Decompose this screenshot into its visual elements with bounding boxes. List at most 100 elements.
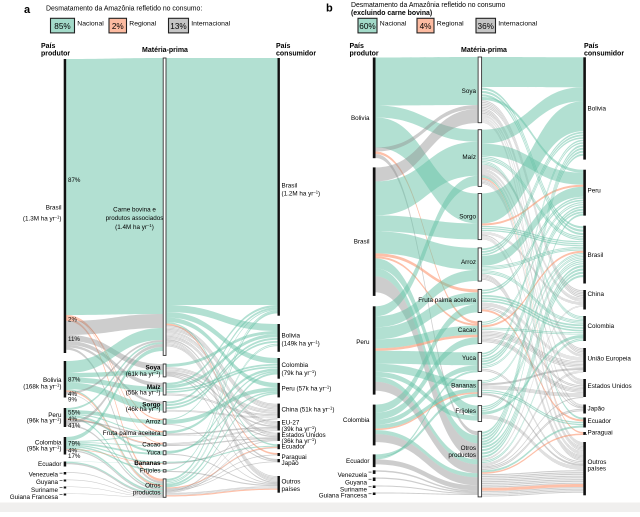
svg-text:Outros: Outros bbox=[282, 479, 301, 486]
svg-text:11%: 11% bbox=[68, 336, 80, 343]
svg-text:Brasil: Brasil bbox=[588, 252, 604, 259]
svg-text:Brasil: Brasil bbox=[46, 205, 62, 212]
svg-text:Maíz: Maíz bbox=[147, 384, 161, 391]
svg-text:productos: productos bbox=[448, 452, 476, 459]
svg-text:Fruta palma aceitera: Fruta palma aceitera bbox=[103, 430, 161, 437]
svg-text:Ecuador: Ecuador bbox=[346, 458, 369, 465]
svg-text:Peru: Peru bbox=[588, 188, 602, 195]
svg-text:Guyana: Guyana bbox=[36, 479, 59, 486]
svg-text:Matéria-prima: Matéria-prima bbox=[461, 47, 507, 54]
svg-text:b: b bbox=[326, 3, 333, 15]
svg-text:Sorgo: Sorgo bbox=[142, 401, 160, 408]
svg-text:produtor: produtor bbox=[41, 51, 70, 58]
svg-text:Bolivia: Bolivia bbox=[588, 105, 607, 112]
svg-text:60%: 60% bbox=[359, 22, 375, 31]
svg-text:EU-27: EU-27 bbox=[282, 420, 300, 427]
svg-text:consumidor: consumidor bbox=[276, 51, 316, 58]
svg-text:Estados Unidos: Estados Unidos bbox=[588, 383, 632, 390]
svg-text:Cacao: Cacao bbox=[142, 441, 161, 448]
svg-text:Japão: Japão bbox=[588, 406, 606, 413]
svg-text:(95k ha yr–1): (95k ha yr–1) bbox=[27, 445, 62, 453]
svg-text:Venezuela: Venezuela bbox=[29, 471, 59, 478]
svg-text:Ecuador: Ecuador bbox=[588, 418, 611, 425]
svg-text:Arroz: Arroz bbox=[461, 259, 476, 266]
svg-text:País: País bbox=[584, 43, 599, 50]
svg-text:Ecuador: Ecuador bbox=[282, 443, 305, 450]
svg-text:Regional: Regional bbox=[129, 21, 156, 28]
svg-text:Venezuela: Venezuela bbox=[338, 472, 368, 479]
svg-text:Bolivia: Bolivia bbox=[43, 377, 62, 384]
svg-text:(39k ha yr–1): (39k ha yr–1) bbox=[282, 425, 317, 433]
svg-text:País: País bbox=[41, 43, 56, 50]
svg-text:Otros: Otros bbox=[461, 445, 476, 452]
svg-text:Nacional: Nacional bbox=[380, 21, 407, 28]
svg-text:87%: 87% bbox=[68, 377, 81, 384]
svg-text:Arroz: Arroz bbox=[145, 418, 160, 425]
svg-text:(149k ha yr–1): (149k ha yr–1) bbox=[282, 340, 320, 348]
svg-text:17%: 17% bbox=[68, 453, 81, 460]
svg-text:Soya: Soya bbox=[462, 88, 477, 95]
svg-text:Otros: Otros bbox=[145, 482, 160, 489]
svg-text:Matéria-prima: Matéria-prima bbox=[142, 47, 188, 54]
svg-text:País: País bbox=[350, 43, 365, 50]
svg-text:Guiana Francesa: Guiana Francesa bbox=[10, 494, 59, 501]
svg-text:Colombia: Colombia bbox=[282, 362, 309, 369]
svg-text:a: a bbox=[24, 4, 31, 16]
svg-text:4%: 4% bbox=[68, 448, 77, 455]
svg-text:(1.2M ha yr–1): (1.2M ha yr–1) bbox=[282, 190, 321, 198]
svg-text:Maíz: Maíz bbox=[462, 154, 476, 161]
svg-text:Regional: Regional bbox=[437, 21, 464, 28]
svg-text:País: País bbox=[276, 43, 291, 50]
svg-text:Sorgo: Sorgo bbox=[459, 214, 476, 221]
svg-text:Suriname: Suriname bbox=[31, 487, 58, 494]
svg-text:Brasil: Brasil bbox=[354, 239, 370, 246]
svg-text:União Europeia: União Europeia bbox=[588, 356, 632, 363]
svg-text:Peru: Peru bbox=[356, 339, 370, 346]
svg-text:(61k ha yr–1): (61k ha yr–1) bbox=[126, 370, 161, 378]
svg-text:4%: 4% bbox=[68, 416, 77, 423]
svg-text:55%: 55% bbox=[68, 410, 81, 417]
svg-text:Colombia: Colombia bbox=[588, 323, 615, 330]
svg-text:(excluindo carne bovina): (excluindo carne bovina) bbox=[351, 10, 432, 17]
svg-text:2%: 2% bbox=[112, 22, 124, 31]
svg-text:(79k ha yr–1): (79k ha yr–1) bbox=[282, 369, 317, 377]
svg-text:Fríjoles: Fríjoles bbox=[455, 408, 476, 415]
svg-text:Paraguai: Paraguai bbox=[282, 454, 307, 461]
svg-text:Brasil: Brasil bbox=[282, 183, 298, 190]
svg-text:Bananas: Bananas bbox=[134, 460, 161, 467]
svg-text:produtor: produtor bbox=[350, 51, 379, 58]
svg-text:Bolivia: Bolivia bbox=[282, 333, 301, 340]
svg-text:79%: 79% bbox=[68, 441, 81, 448]
svg-text:Suriname: Suriname bbox=[340, 487, 367, 494]
svg-text:9%: 9% bbox=[68, 397, 77, 404]
svg-text:Carne bovina e: Carne bovina e bbox=[113, 207, 156, 214]
svg-text:China: China bbox=[588, 291, 605, 298]
svg-text:(55k ha yr–1): (55k ha yr–1) bbox=[126, 389, 161, 397]
svg-text:Bananas: Bananas bbox=[451, 383, 476, 390]
svg-text:Internacional: Internacional bbox=[498, 21, 537, 28]
svg-text:(1.4M ha yr–1): (1.4M ha yr–1) bbox=[115, 223, 154, 231]
svg-text:(36k ha yr–1): (36k ha yr–1) bbox=[282, 437, 317, 445]
svg-text:Estados Unidos: Estados Unidos bbox=[282, 432, 326, 439]
svg-text:China (51k ha yr–1): China (51k ha yr–1) bbox=[282, 406, 335, 414]
svg-text:41%: 41% bbox=[68, 423, 81, 430]
svg-text:36%: 36% bbox=[478, 22, 494, 31]
svg-text:Outros: Outros bbox=[588, 459, 607, 466]
svg-text:(1.3M ha yr–1): (1.3M ha yr–1) bbox=[23, 215, 62, 223]
svg-text:Colombia: Colombia bbox=[343, 417, 370, 424]
svg-text:Guiana Francesa: Guiana Francesa bbox=[319, 492, 368, 499]
svg-text:Desmatamento da Amazônia refle: Desmatamento da Amazônia refletido no co… bbox=[46, 6, 202, 13]
svg-text:produtos associados: produtos associados bbox=[106, 215, 164, 222]
svg-text:Cacao: Cacao bbox=[458, 327, 477, 334]
svg-text:Ecuador: Ecuador bbox=[38, 461, 61, 468]
svg-text:Fríjoles: Fríjoles bbox=[140, 467, 161, 474]
svg-text:Guyana: Guyana bbox=[345, 480, 368, 487]
svg-text:4%: 4% bbox=[68, 391, 77, 398]
svg-text:países: países bbox=[282, 486, 301, 493]
svg-text:Nacional: Nacional bbox=[77, 21, 104, 28]
svg-text:Colombia: Colombia bbox=[35, 440, 62, 447]
svg-text:Peru (57k ha yr–1): Peru (57k ha yr–1) bbox=[282, 385, 332, 393]
svg-text:87%: 87% bbox=[68, 177, 81, 184]
svg-text:4%: 4% bbox=[420, 22, 432, 31]
svg-text:(168k ha yr–1): (168k ha yr–1) bbox=[23, 383, 61, 391]
